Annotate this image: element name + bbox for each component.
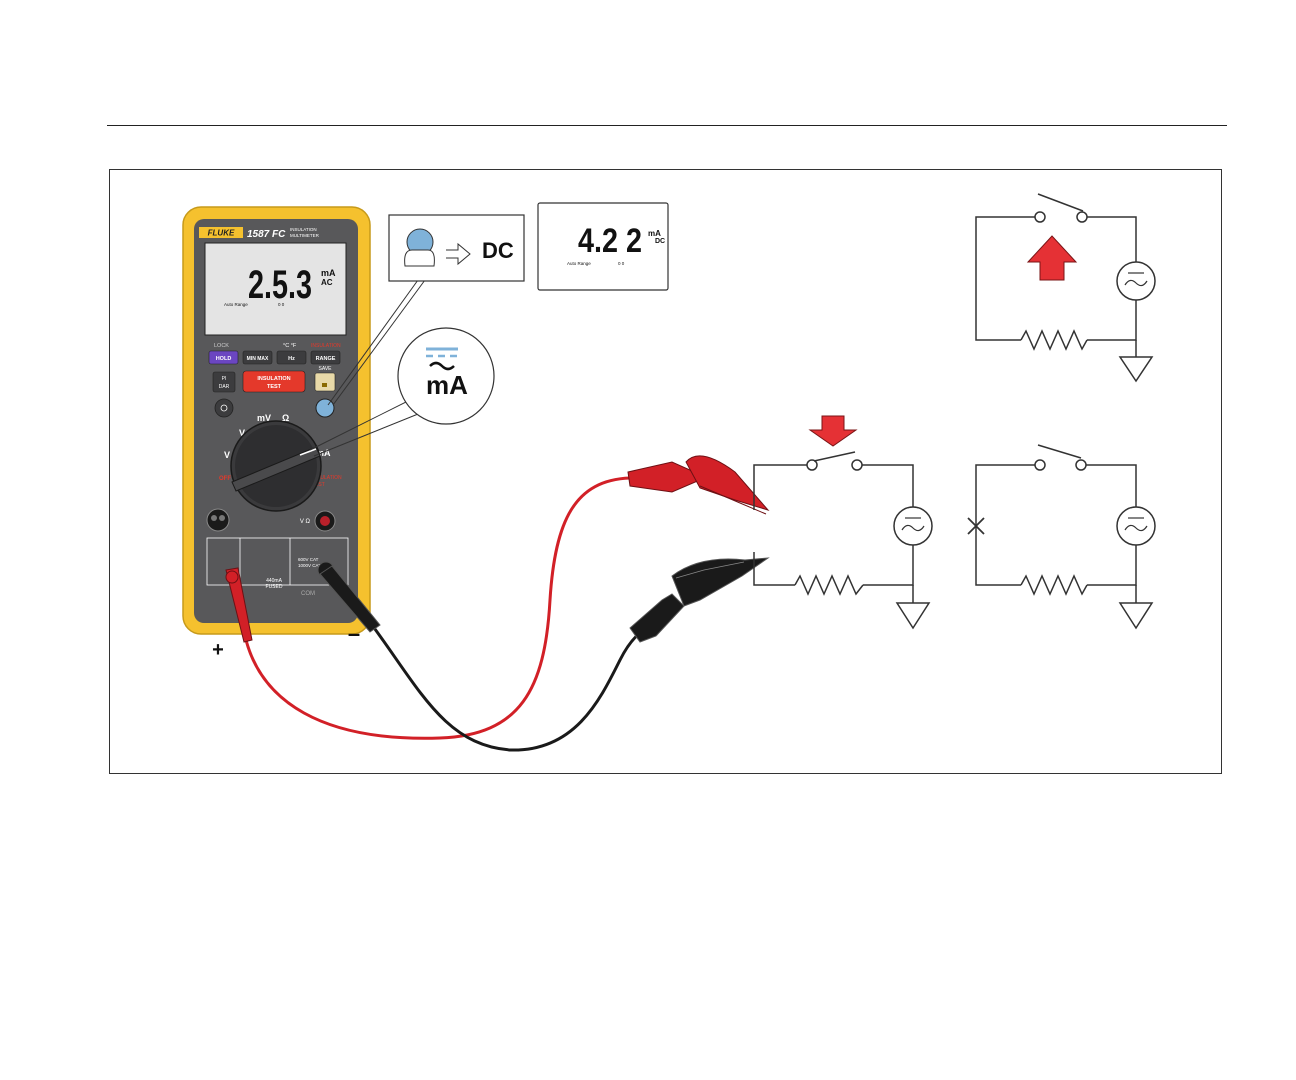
- finger-press-icon: [405, 250, 435, 266]
- circuit-bottom-right: [968, 445, 1155, 628]
- ground-icon: [1120, 603, 1152, 628]
- insulation-label-1: INSULATION: [257, 376, 290, 382]
- ground-icon: [1120, 357, 1152, 381]
- lock-label: LOCK: [214, 343, 229, 349]
- black-alligator-clip: [630, 558, 768, 642]
- lcd-range: Auto Range: [224, 302, 248, 307]
- insulation-label-2: TEST: [267, 384, 282, 390]
- temp-label: °C °F: [283, 343, 297, 349]
- subtitle-1: INSULATION: [290, 227, 317, 232]
- resistor-icon: [1021, 576, 1087, 594]
- switch-contact: [1076, 460, 1086, 470]
- resistor-icon: [795, 576, 863, 594]
- black-lead-wire: [372, 620, 660, 750]
- switch-lever: [1038, 445, 1081, 458]
- ac-source-icon: [894, 507, 932, 545]
- reading-mode: DC: [655, 238, 665, 245]
- ground-icon: [897, 603, 929, 628]
- hold-button[interactable]: HOLD: [209, 351, 238, 364]
- fused-label-2: FUSED: [266, 584, 283, 590]
- save-label: SAVE: [319, 366, 333, 372]
- ac-source-icon: [1117, 507, 1155, 545]
- dar-label: DAR: [219, 384, 230, 390]
- switch-lever: [814, 452, 855, 461]
- pi-label: PI: [222, 376, 227, 382]
- multimeter: FLUKE 1587 FC INSULATION MULTIMETER 2.5.…: [183, 207, 370, 634]
- positive-lead-label: +: [212, 639, 224, 661]
- ac-source-icon: [1117, 262, 1155, 300]
- lcd-unit: mA: [321, 268, 336, 278]
- circuit-top-right: [976, 194, 1155, 381]
- reading-dots: 0 0: [618, 261, 625, 266]
- function-callout: mA: [398, 328, 494, 424]
- rotary-dial[interactable]: [231, 421, 321, 511]
- subtitle-2: MULTIMETER: [290, 233, 320, 238]
- com-label: COM: [301, 591, 315, 597]
- brand-label: FLUKE: [208, 229, 235, 238]
- arrow-down-icon: [810, 416, 856, 446]
- resistor-icon: [1021, 331, 1087, 349]
- arrow-up-icon: [1028, 236, 1076, 280]
- switch-contact: [807, 460, 817, 470]
- hold-label: HOLD: [216, 356, 232, 362]
- minmax-button[interactable]: MIN MAX: [243, 351, 272, 364]
- v-ohm-jack[interactable]: [315, 511, 335, 531]
- reading-value: 4.2 2: [578, 222, 642, 260]
- lcd-dots: 0 0: [278, 302, 285, 307]
- cat-label-1: 600V CAT: [298, 557, 319, 562]
- switch-contact: [852, 460, 862, 470]
- cat-label-2: 1000V CAT: [298, 563, 321, 568]
- dial-v-dc: V: [224, 450, 230, 460]
- backlight-button[interactable]: [215, 399, 233, 417]
- lcd-mode: AC: [321, 278, 333, 287]
- negative-lead-label: –: [348, 621, 360, 646]
- insulation-test-button[interactable]: INSULATION TEST: [243, 371, 305, 392]
- switch-lever: [1038, 194, 1083, 211]
- dc-result-label: DC: [482, 238, 514, 263]
- lcd-value: 2.5.3: [248, 263, 312, 307]
- button-callout: DC: [389, 215, 524, 281]
- reading-range: Auto Range: [567, 261, 591, 266]
- range-button[interactable]: RANGE: [311, 351, 340, 364]
- model-label: 1587 FC: [247, 229, 286, 240]
- save-button[interactable]: [315, 373, 335, 391]
- range-label: RANGE: [316, 356, 336, 362]
- switch-contact: [1035, 212, 1045, 222]
- hz-label: Hz: [288, 356, 295, 362]
- insulation-top-label: INSULATION: [311, 343, 341, 349]
- reading-callout: 4.2 2 mA DC Auto Range 0 0: [538, 203, 668, 290]
- ground-jack[interactable]: [207, 509, 229, 531]
- reading-unit: mA: [648, 229, 661, 238]
- red-alligator-clip: [628, 456, 768, 514]
- switch-contact: [1035, 460, 1045, 470]
- blue-function-button[interactable]: [316, 399, 334, 417]
- circuit-middle: [754, 452, 932, 628]
- function-ma-label: mA: [426, 370, 468, 400]
- switch-contact: [1077, 212, 1087, 222]
- v-ohm-label: V Ω: [300, 519, 311, 525]
- pi-dar-button[interactable]: PI DAR: [213, 372, 235, 392]
- minmax-label: MIN MAX: [247, 356, 269, 362]
- dial-off: OFF: [219, 476, 231, 482]
- hz-button[interactable]: Hz: [277, 351, 306, 364]
